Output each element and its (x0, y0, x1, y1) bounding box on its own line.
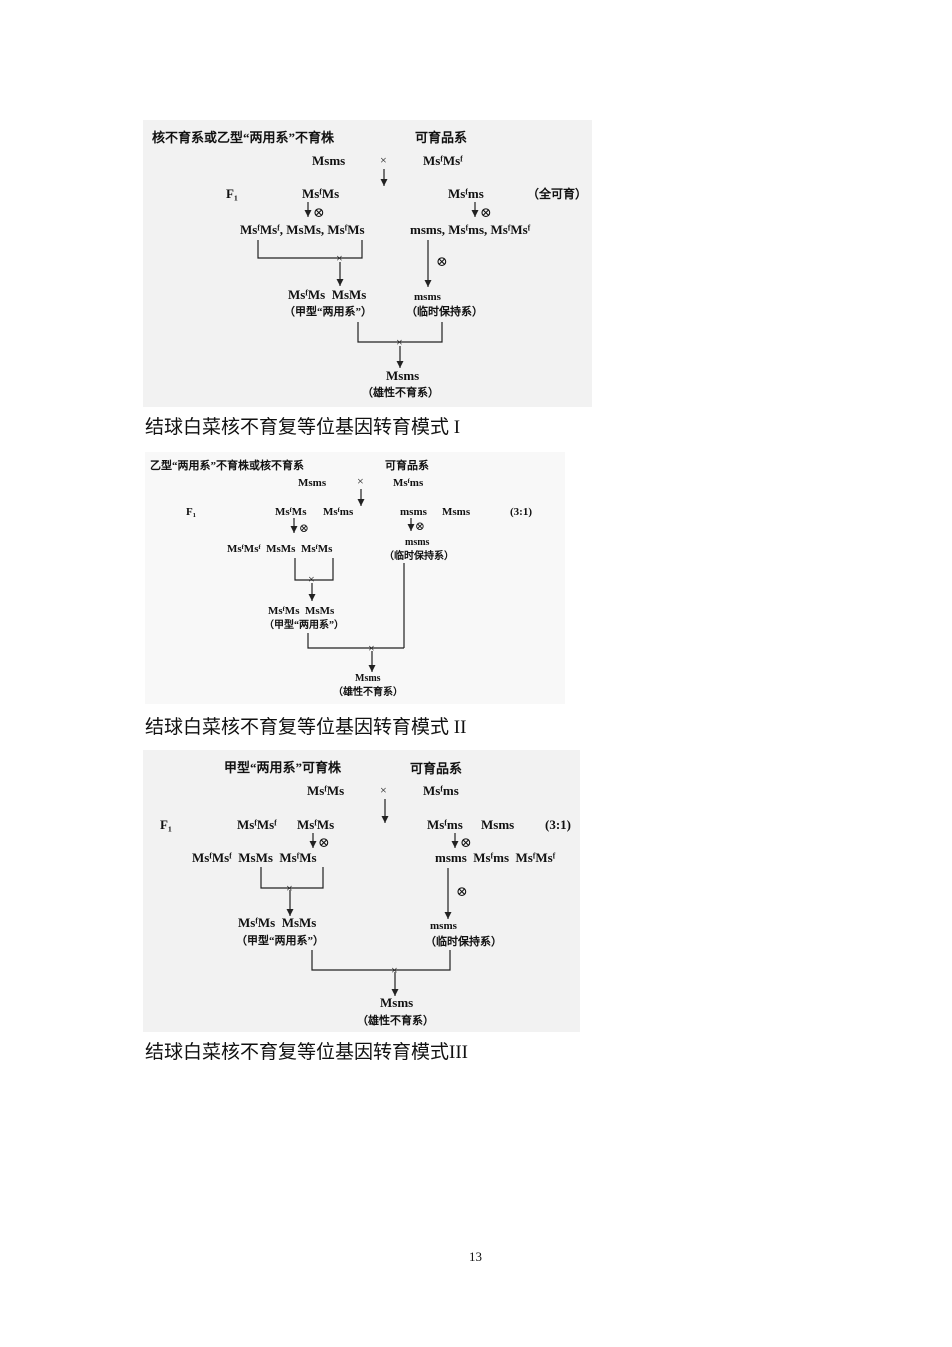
diagram-2-sib-cross-bracket (294, 558, 334, 581)
diagram-2-selfing-symbol-right: ⊗ (415, 519, 425, 533)
diagram-3-left-parent-label: 甲型“两用系”可育株 (224, 760, 342, 775)
diagram-1-final-cross-bracket (357, 322, 443, 343)
diagram-3-line-b-genotype: msms (430, 920, 458, 932)
diagram-3-background (143, 750, 580, 1032)
diagram-3-selfing-symbol-lower: ⊗ (456, 885, 468, 900)
diagram-1-selfing-symbol-right: ⊗ (480, 206, 492, 221)
diagram-1-background (143, 120, 592, 407)
diagram-1-cross-symbol: × (380, 153, 387, 167)
diagram-1-f1-note: （全可育） (527, 186, 587, 201)
diagram-1-parent-right-genotype: MsᶠMsᶠ (423, 153, 463, 168)
diagram-2-right-parent-label: 可育品系 (385, 458, 429, 472)
diagram-2-f1-right-genotype-b: Msms (442, 506, 471, 518)
diagram-2-result-genotype: Msms (355, 673, 381, 684)
diagram-1-parent-left-genotype: Msms (312, 153, 345, 168)
diagram-3-f1-left-genotype-a: MsᶠMsᶠ (237, 817, 277, 832)
diagram-2-left-parent-label: 乙型“两用系”不育株或核不育系 (150, 458, 304, 472)
diagram-1-line-b-name: （临时保持系） (406, 304, 483, 318)
diagram-2-f1-right-genotype-a: msms (400, 506, 428, 518)
diagram-3-selfing-symbol-left: ⊗ (318, 836, 330, 851)
diagram-1-sib-cross-bracket (257, 240, 363, 259)
diagram-3-sib-cross-bracket (260, 867, 324, 889)
diagram-2-result-name: （雄性不育系） (333, 685, 403, 698)
diagram-3-f2-left-genotypes: MsᶠMsᶠ MsMs MsᶠMs (192, 850, 317, 865)
diagram-2-f2-left-genotypes: MsᶠMsᶠ MsMs MsᶠMs (227, 543, 333, 555)
diagram-2-f2-right-genotype: msms (405, 537, 430, 548)
diagram-2-line-b-name: （临时保持系） (384, 549, 454, 562)
diagram-2-caption: 结球白菜核不育复等位基因转育模式 II (145, 717, 467, 738)
diagram-1-line-b-genotype: msms (414, 291, 442, 303)
diagram-1-caption: 结球白菜核不育复等位基因转育模式 I (145, 417, 461, 438)
diagram-2-parent-left-genotype: Msms (298, 477, 327, 489)
diagram-1-result-genotype: Msms (386, 368, 419, 383)
diagram-3-result-name: （雄性不育系） (357, 1013, 434, 1027)
diagram-3-f1-right-genotype-a: Msᶠms (427, 817, 463, 832)
diagram-1-f2-left-genotypes: MsᶠMsᶠ, MsMs, MsᶠMs (240, 222, 365, 237)
diagram-3-line-b-name: （临时保持系） (425, 934, 502, 948)
diagram-3-selfing-symbol-right: ⊗ (460, 836, 472, 851)
diagram-1-line-a-name: （甲型“两用系”） (284, 304, 372, 318)
diagram-2: 乙型“两用系”不育株或核不育系 可育品系 Msms × Msᶠms F₁ Msᶠ… (145, 452, 565, 704)
diagram-1-right-parent-label: 可育品系 (415, 130, 467, 145)
diagram-3-f1-ratio: (3:1) (545, 817, 571, 832)
diagram-1-selfing-symbol-lower: ⊗ (436, 255, 448, 270)
diagram-1-f1-left-genotype: MsᶠMs (302, 186, 339, 201)
diagram-1-f2-right-genotypes: msms, Msᶠms, MsᶠMsᶠ (410, 222, 531, 237)
diagram-2-background (145, 452, 565, 704)
page-number: 13 (469, 1249, 482, 1264)
diagram-3-f2-right-genotypes: msms Msᶠms MsᶠMsᶠ (435, 850, 556, 865)
diagram-1-sib-cross-symbol: × (336, 251, 343, 265)
diagram-3: 甲型“两用系”可育株 可育品系 MsᶠMs × Msᶠms F₁ MsᶠMsᶠ … (143, 750, 580, 1032)
diagram-3-parent-left-genotype: MsᶠMs (307, 783, 344, 798)
diagram-1-line-a-genotypes: MsᶠMs MsMs (288, 287, 366, 302)
diagram-2-sib-cross-symbol: × (308, 572, 315, 586)
diagram-2-line-a-name: （甲型“两用系”） (264, 618, 344, 631)
diagram-2-f1-left-genotype-a: MsᶠMs (275, 506, 307, 518)
diagram-3-f1-label: F₁ (160, 817, 172, 832)
diagram-2-cross-symbol: × (357, 474, 364, 488)
diagram-3-f1-left-genotype-b: MsᶠMs (297, 817, 334, 832)
diagram-1-result-name: （雄性不育系） (362, 385, 439, 399)
diagram-2-parent-right-genotype: Msᶠms (393, 477, 424, 489)
diagram-3-line-a-name: （甲型“两用系”） (236, 933, 324, 947)
diagram-3-caption: 结球白菜核不育复等位基因转育模式III (145, 1042, 468, 1063)
diagram-2-selfing-symbol-left: ⊗ (299, 521, 309, 535)
diagram-3-f1-right-genotype-b: Msms (481, 817, 514, 832)
diagram-3-cross-symbol: × (380, 783, 387, 797)
diagram-2-final-cross-symbol: × (368, 641, 375, 655)
diagram-1-f1-label: F₁ (226, 186, 238, 201)
diagram-3-final-cross-symbol: × (391, 963, 398, 977)
diagram-2-f1-label: F₁ (186, 506, 196, 518)
diagram-3-right-parent-label: 可育品系 (410, 761, 462, 776)
diagram-1-left-parent-label: 核不育系或乙型“两用系”不育株 (152, 130, 335, 145)
diagram-2-f1-ratio: (3:1) (510, 506, 532, 518)
diagram-1-selfing-symbol-left: ⊗ (313, 206, 325, 221)
diagram-2-f1-left-genotype-b: Msᶠms (323, 506, 354, 518)
diagram-2-line-a-genotypes: MsᶠMs MsMs (268, 605, 335, 617)
diagram-1: 核不育系或乙型“两用系”不育株 可育品系 Msms × MsᶠMsᶠ F₁ Ms… (143, 120, 592, 407)
diagram-2-final-cross-bracket (307, 633, 404, 649)
diagram-1-f1-right-genotype: Msᶠms (448, 186, 484, 201)
diagram-3-result-genotype: Msms (380, 995, 413, 1010)
diagram-3-line-a-genotypes: MsᶠMs MsMs (238, 915, 316, 930)
diagram-3-final-cross-bracket (311, 950, 451, 971)
diagram-1-final-cross-symbol: × (396, 335, 403, 349)
diagram-3-parent-right-genotype: Msᶠms (423, 783, 459, 798)
diagram-3-sib-cross-symbol: × (286, 881, 293, 895)
